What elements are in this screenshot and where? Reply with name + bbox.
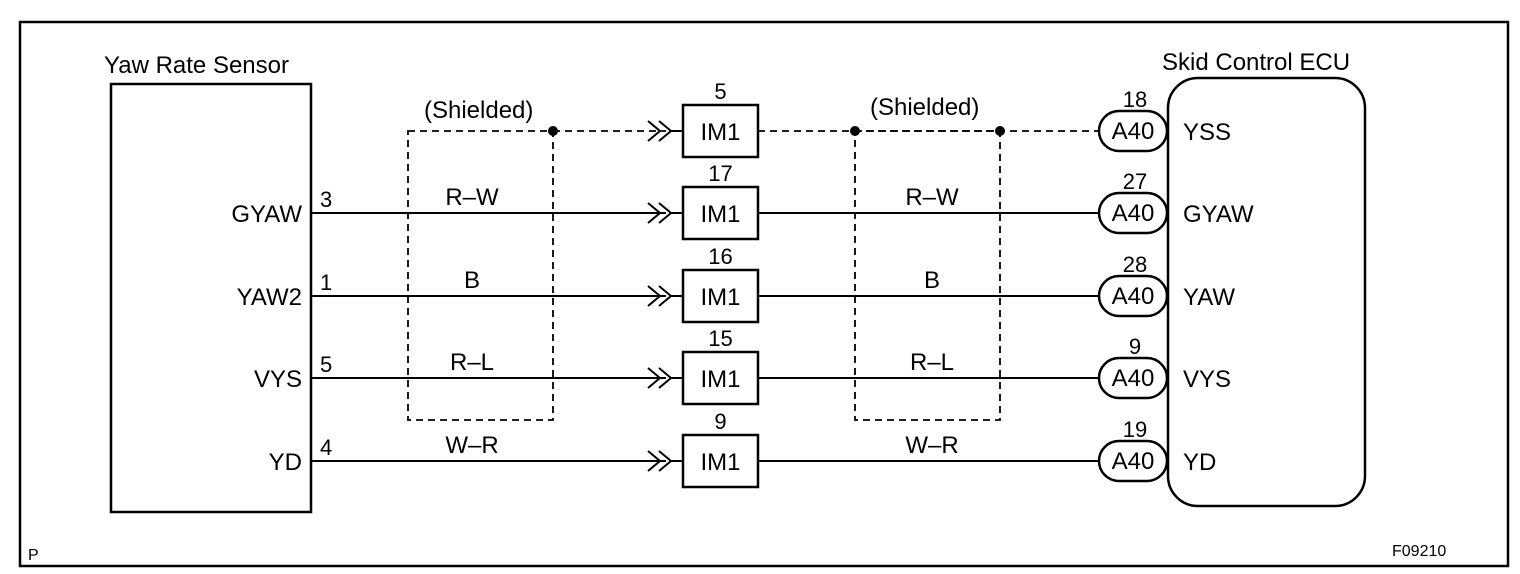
connector-a40-oval bbox=[1097, 109, 1169, 153]
wire-color-left: B bbox=[464, 267, 480, 294]
skid-control-ecu-box bbox=[1166, 76, 1367, 508]
shield-label-right: (Shielded) bbox=[870, 94, 979, 121]
sensor-pin-number: 4 bbox=[320, 435, 332, 460]
sensor-terminal-label: YAW2 bbox=[237, 284, 302, 311]
sensor-terminal-label: GYAW bbox=[231, 201, 302, 228]
ecu-pin-number: 27 bbox=[1123, 169, 1147, 194]
sensor-pin-number: 3 bbox=[320, 187, 332, 212]
ecu-terminal-label: GYAW bbox=[1183, 201, 1254, 228]
shield-box-left bbox=[407, 130, 554, 421]
connector-im1-pin: 17 bbox=[708, 161, 732, 186]
shield-junction-dot bbox=[995, 126, 1005, 136]
sensor-terminal-label: YD bbox=[269, 449, 302, 476]
sensor-pin-number: 1 bbox=[320, 270, 332, 295]
connector-a40-label: A40 bbox=[1112, 448, 1155, 475]
connector-a40-oval bbox=[1097, 356, 1169, 400]
connector-im1-label: IM1 bbox=[700, 201, 740, 228]
ecu-title: Skid Control ECU bbox=[1162, 49, 1350, 76]
connector-im1-box bbox=[681, 350, 760, 406]
ecu-terminal-label: YSS bbox=[1183, 119, 1231, 146]
yaw-rate-sensor-box bbox=[109, 82, 313, 514]
connector-im1-pin: 15 bbox=[708, 326, 732, 351]
connector-im1-label: IM1 bbox=[700, 119, 740, 146]
shield-junction-dot bbox=[548, 126, 558, 136]
wire-color-right: R–W bbox=[905, 184, 959, 211]
connector-im1-box bbox=[681, 185, 760, 241]
wire-color-left: R–W bbox=[445, 184, 499, 211]
shield-label-left: (Shielded) bbox=[424, 97, 533, 124]
sensor-pin-number: 5 bbox=[320, 352, 332, 377]
wire-color-left: R–L bbox=[450, 349, 494, 376]
sensor-title: Yaw Rate Sensor bbox=[104, 52, 289, 79]
connector-a40-label: A40 bbox=[1112, 200, 1155, 227]
ecu-pin-number: 28 bbox=[1123, 252, 1147, 277]
connector-im1-pin: 5 bbox=[714, 79, 726, 104]
wire-color-right: R–L bbox=[910, 349, 954, 376]
ecu-pin-number: 18 bbox=[1123, 87, 1147, 112]
connector-im1-label: IM1 bbox=[700, 449, 740, 476]
connector-a40-oval bbox=[1097, 274, 1169, 318]
figure-code: F09210 bbox=[1392, 543, 1446, 560]
connector-a40-label: A40 bbox=[1112, 365, 1155, 392]
ecu-terminal-label: YD bbox=[1183, 449, 1216, 476]
wire-color-right: W–R bbox=[905, 432, 958, 459]
connector-a40-label: A40 bbox=[1112, 283, 1155, 310]
wire-color-right: B bbox=[924, 267, 940, 294]
page-corner-label: P bbox=[28, 547, 39, 564]
connector-a40-label: A40 bbox=[1112, 118, 1155, 145]
shield-junction-dot bbox=[850, 126, 860, 136]
connector-im1-label: IM1 bbox=[700, 366, 740, 393]
connector-im1-pin: 16 bbox=[708, 244, 732, 269]
ecu-terminal-label: VYS bbox=[1183, 366, 1231, 393]
ecu-terminal-label: YAW bbox=[1183, 284, 1235, 311]
connector-im1-label: IM1 bbox=[700, 284, 740, 311]
wire-color-left: W–R bbox=[445, 432, 498, 459]
connector-a40-oval bbox=[1097, 439, 1169, 483]
ecu-pin-number: 19 bbox=[1123, 417, 1147, 442]
diagram-frame bbox=[18, 20, 1510, 568]
ecu-pin-number: 9 bbox=[1129, 334, 1141, 359]
connector-im1-pin: 9 bbox=[714, 409, 726, 434]
connector-im1-box bbox=[681, 103, 760, 159]
sensor-terminal-label: VYS bbox=[254, 366, 302, 393]
connector-a40-oval bbox=[1097, 191, 1169, 235]
